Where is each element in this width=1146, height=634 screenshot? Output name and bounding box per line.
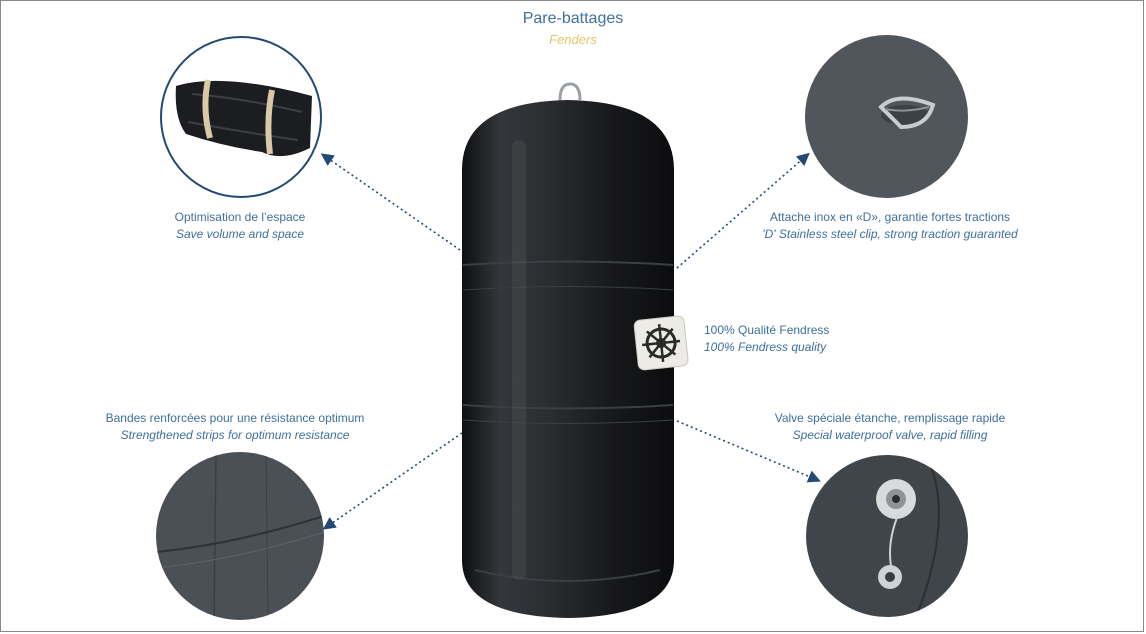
photo-valve (806, 455, 968, 617)
caption-quality-fr: 100% Qualité Fendress (704, 323, 830, 337)
caption-strips: Bandes renforcées pour une résistance op… (80, 410, 390, 444)
caption-space: Optimisation de l’espace Save volume and… (150, 209, 330, 243)
ship-wheel-logo-icon (633, 315, 689, 371)
photo-reinforced-strips (156, 452, 324, 620)
caption-strips-fr: Bandes renforcées pour une résistance op… (105, 411, 365, 425)
connector-space (320, 153, 461, 251)
caption-clip-en: 'D' Stainless steel clip, strong tractio… (762, 227, 1018, 241)
caption-strips-en: Strengthened strips for optimum resistan… (120, 428, 350, 442)
caption-clip: Attache inox en «D», garantie fortes tra… (740, 209, 1040, 243)
caption-clip-fr: Attache inox en «D», garantie fortes tra… (769, 210, 1011, 224)
page-subtitle: Fenders (549, 32, 597, 47)
photo-d-ring (805, 35, 968, 198)
caption-quality-en: 100% Fendress quality (704, 340, 827, 354)
rolled-fender-image (175, 79, 312, 157)
caption-space-en: Save volume and space (175, 227, 305, 241)
caption-quality: 100% Qualité Fendress 100% Fendress qual… (704, 322, 829, 356)
d-ring-icon (878, 96, 936, 130)
caption-valve: Valve spéciale étanche, remplissage rapi… (740, 410, 1040, 444)
connector-strips (322, 432, 463, 530)
caption-space-fr: Optimisation de l’espace (174, 210, 306, 224)
photo-rolled-fender (160, 36, 322, 198)
caption-valve-en: Special waterproof valve, rapid filling (792, 428, 988, 442)
valve-icon (876, 455, 940, 617)
reinforced-strips-image (156, 452, 324, 620)
connector-clip (676, 152, 810, 269)
caption-valve-fr: Valve spéciale étanche, remplissage rapi… (774, 411, 1006, 425)
fender-top-ring-icon (558, 82, 582, 101)
page-title: Pare-battages (522, 10, 624, 27)
